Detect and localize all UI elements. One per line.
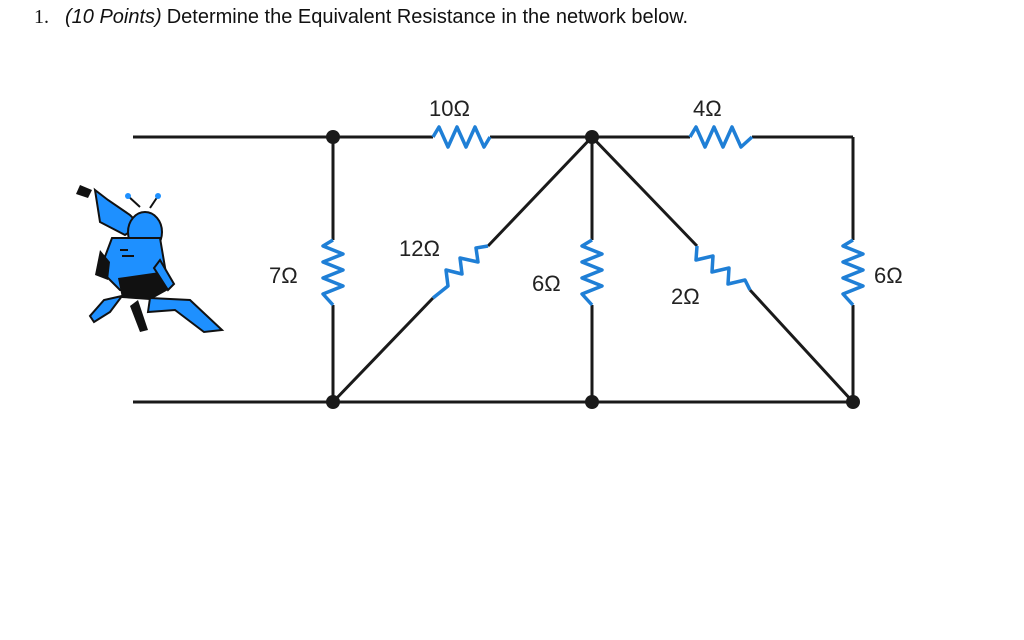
resistor-6-ohm-middle bbox=[580, 238, 604, 307]
resistor-4-ohm bbox=[688, 125, 754, 149]
question-text: 1. (10 Points)Determine the Equivalent Re… bbox=[34, 6, 688, 29]
resistor-12-ohm bbox=[431, 244, 489, 300]
resistor-10-ohm bbox=[431, 125, 492, 149]
superhero-mascot-image bbox=[76, 185, 225, 334]
junction-nodes bbox=[326, 130, 860, 409]
label-7-ohm: 7Ω bbox=[269, 263, 298, 288]
label-12-ohm: 12Ω bbox=[399, 236, 440, 261]
node-bottom-right bbox=[846, 395, 860, 409]
circuit-wires bbox=[133, 135, 855, 404]
resistor-6-ohm-right bbox=[841, 238, 865, 307]
wire-diag-right-lower bbox=[748, 288, 855, 404]
label-6-ohm-middle: 6Ω bbox=[532, 271, 561, 296]
question-prompt: Determine the Equivalent Resistance in t… bbox=[166, 6, 689, 28]
wire-diag-right-upper bbox=[590, 135, 699, 248]
node-top-left bbox=[326, 130, 340, 144]
wire-diag-left-upper bbox=[486, 135, 594, 248]
wire-diag-left-lower bbox=[331, 296, 435, 404]
node-top-middle bbox=[585, 130, 599, 144]
resistors bbox=[321, 125, 865, 307]
resistor-2-ohm bbox=[694, 245, 752, 291]
label-6-ohm-right: 6Ω bbox=[874, 263, 903, 288]
label-10-ohm: 10Ω bbox=[429, 96, 470, 121]
question-number: 1. bbox=[34, 6, 49, 28]
label-2-ohm: 2Ω bbox=[671, 284, 700, 309]
node-bottom-left bbox=[326, 395, 340, 409]
label-4-ohm: 4Ω bbox=[693, 96, 722, 121]
node-bottom-middle bbox=[585, 395, 599, 409]
resistor-7-ohm bbox=[321, 238, 345, 307]
question-points: (10 Points) bbox=[65, 6, 162, 28]
